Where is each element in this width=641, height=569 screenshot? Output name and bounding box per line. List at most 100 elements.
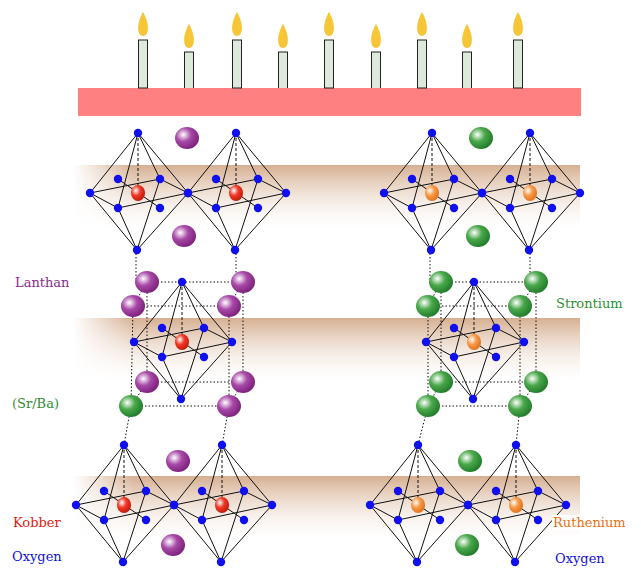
oxygen-atom bbox=[534, 487, 542, 495]
oxygen-atom bbox=[133, 246, 141, 254]
cell-edge bbox=[428, 306, 429, 406]
lanthanum-atom bbox=[231, 371, 255, 393]
bond-line bbox=[418, 445, 468, 505]
candle bbox=[139, 40, 148, 88]
octahedron-axis bbox=[418, 445, 419, 505]
bond-line bbox=[432, 133, 454, 179]
cell-edge bbox=[243, 282, 244, 382]
oxygen-atom bbox=[478, 189, 486, 197]
bond-line bbox=[516, 445, 538, 491]
bond-line bbox=[384, 193, 431, 250]
oxygen-atom bbox=[200, 324, 208, 332]
candle-flame bbox=[417, 12, 427, 36]
oxygen-atom bbox=[548, 204, 556, 212]
bond-line bbox=[174, 505, 221, 562]
layer-band-fade bbox=[73, 476, 580, 538]
oxygen-atom bbox=[114, 204, 122, 212]
oxygen-atom bbox=[184, 189, 192, 197]
candle bbox=[418, 40, 427, 88]
bond-line bbox=[426, 328, 496, 342]
oxygen-atom bbox=[228, 338, 236, 346]
oxygen-atom bbox=[394, 487, 402, 495]
octahedron-edge bbox=[510, 179, 552, 208]
bond-line bbox=[418, 445, 440, 491]
bond-line bbox=[134, 328, 204, 342]
layer-band-fade bbox=[73, 165, 580, 228]
oxygen-atom bbox=[231, 246, 239, 254]
bond-line bbox=[482, 179, 552, 193]
oxygen-atom bbox=[506, 175, 514, 183]
oxygen-atom bbox=[408, 175, 416, 183]
lanthanum-atom bbox=[231, 271, 255, 293]
bond-line bbox=[216, 208, 235, 250]
octahedron-axis bbox=[182, 282, 183, 342]
octahedron-axis bbox=[530, 133, 531, 193]
oxygen-atom bbox=[218, 441, 226, 449]
lanthanum-atom bbox=[135, 271, 159, 293]
bond-line bbox=[124, 445, 174, 505]
oxygen-atom bbox=[520, 338, 528, 346]
oxygen-atom bbox=[380, 189, 388, 197]
b-site-atom bbox=[509, 497, 523, 513]
octahedron-edge bbox=[202, 491, 244, 520]
bond-line bbox=[529, 193, 580, 250]
b-site-atom bbox=[117, 497, 131, 513]
octahedron-axis bbox=[222, 445, 223, 505]
bond-line bbox=[454, 179, 482, 193]
oxygen-atom bbox=[198, 487, 206, 495]
atom-label: Kobber bbox=[12, 515, 62, 530]
oxygen-atom bbox=[72, 501, 80, 509]
oxygen-atom bbox=[200, 353, 208, 361]
atom-label: Lanthan bbox=[14, 275, 70, 290]
bond-line bbox=[236, 133, 258, 179]
bond-line bbox=[118, 208, 137, 250]
cell-edge bbox=[428, 406, 520, 407]
b-site-atom bbox=[215, 497, 229, 513]
oxygen-atom bbox=[470, 278, 478, 286]
oxygen-atom bbox=[511, 558, 519, 566]
strontium-atom bbox=[466, 225, 490, 247]
candle-flame bbox=[324, 12, 334, 36]
oxygen-atom bbox=[428, 129, 436, 137]
bond-line bbox=[370, 505, 398, 520]
oxygen-atom bbox=[408, 204, 416, 212]
b-site-atom bbox=[411, 497, 425, 513]
bond-line bbox=[426, 342, 473, 399]
bond-line bbox=[90, 193, 118, 208]
bond-line bbox=[181, 342, 232, 399]
oxygen-atom bbox=[512, 441, 520, 449]
candle-flame bbox=[232, 12, 242, 36]
oxygen-atom bbox=[120, 441, 128, 449]
oxygen-atom bbox=[232, 129, 240, 137]
oxygen-atom bbox=[178, 278, 186, 286]
oxygen-atom bbox=[427, 246, 435, 254]
strontium-atom bbox=[416, 395, 440, 417]
bond-line bbox=[482, 193, 510, 208]
lanthanum-atom bbox=[135, 371, 159, 393]
strontium-atom bbox=[469, 127, 493, 149]
cake-bar bbox=[78, 88, 581, 116]
bond-line bbox=[134, 282, 182, 342]
oxygen-atom bbox=[464, 501, 472, 509]
cell-edge bbox=[147, 282, 243, 283]
octahedron-axis bbox=[432, 133, 433, 193]
bond-line bbox=[474, 282, 524, 342]
bond-line bbox=[90, 133, 138, 193]
bond-line bbox=[454, 342, 524, 357]
b-site-atom bbox=[175, 334, 189, 350]
lanthanum-atom bbox=[161, 534, 185, 556]
octahedron-axis bbox=[124, 445, 125, 505]
bond-line bbox=[370, 445, 418, 505]
octahedron-edge bbox=[162, 328, 204, 357]
oxygen-atom bbox=[100, 516, 108, 524]
lanthanum-atom bbox=[166, 450, 190, 472]
candle-flame bbox=[462, 24, 472, 48]
oxygen-atom bbox=[240, 516, 248, 524]
oxygen-atom bbox=[158, 353, 166, 361]
layer-band bbox=[73, 318, 580, 380]
bond-line bbox=[188, 179, 258, 193]
bond-line bbox=[398, 505, 468, 520]
oxygen-atom bbox=[282, 189, 290, 197]
oxygen-atom bbox=[177, 395, 185, 403]
octahedron-edge bbox=[398, 491, 440, 520]
